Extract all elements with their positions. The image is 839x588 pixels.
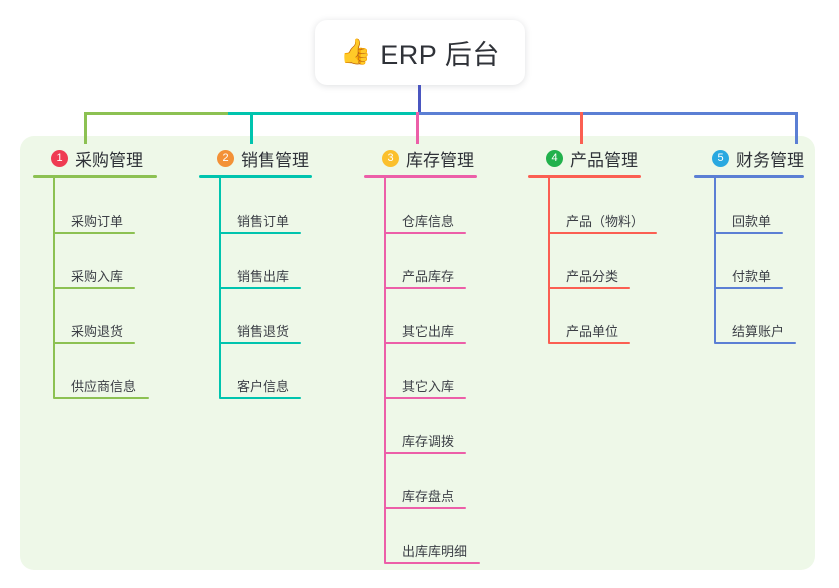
leaf-rule	[219, 342, 301, 344]
branch-header-5[interactable]: 5 财务管理	[694, 144, 804, 172]
branch-drop-4	[580, 112, 583, 144]
branch-column-3: 3 库存管理仓库信息产品库存其它出库其它入库库存调拨库存盘点出库库明细	[364, 144, 480, 564]
branch-title-3: 库存管理	[406, 150, 474, 170]
leaf-label: 产品单位	[566, 324, 619, 339]
branch-column-2: 2 销售管理销售订单销售出库销售退货客户信息	[199, 144, 312, 399]
branch-title-2: 销售管理	[241, 150, 309, 170]
leaf-rule	[384, 507, 466, 509]
leaf-rule	[53, 287, 135, 289]
leaf-rule	[53, 232, 135, 234]
leaf-label: 结算账户	[732, 324, 785, 339]
leaf-rule	[219, 232, 301, 234]
branch-column-5: 5 财务管理回款单付款单结算账户	[694, 144, 804, 344]
branch-title-4: 产品管理	[570, 150, 638, 170]
branch-column-4: 4 产品管理产品（物料） 产品分类产品单位	[528, 144, 657, 344]
leaf-rule	[548, 342, 630, 344]
branch-drop-5	[795, 112, 798, 144]
leaf-rule	[384, 452, 466, 454]
branch-header-rule-5	[694, 175, 804, 178]
leaf-label: 采购退货	[71, 324, 124, 339]
diagram-background-panel	[20, 136, 815, 570]
leaf-rule	[384, 397, 466, 399]
root-node-title: ERP 后台	[380, 40, 500, 70]
branch-header-rule-2	[199, 175, 312, 178]
leaf-label: 库存调拨	[402, 434, 455, 449]
branch-trunk-4	[548, 177, 550, 343]
branch-title-5: 财务管理	[736, 150, 804, 170]
branch-trunk-5	[714, 177, 716, 343]
bus-segment-3	[418, 112, 798, 115]
leaf-rule	[384, 342, 466, 344]
leaf-label: 销售订单	[237, 214, 290, 229]
branch-header-rule-4	[528, 175, 641, 178]
leaf-label: 产品（物料）	[566, 214, 645, 229]
leaf-rule	[714, 342, 796, 344]
leaf-label: 采购订单	[71, 214, 124, 229]
leaf-label: 采购入库	[71, 269, 124, 284]
leaf-label: 库存盘点	[402, 489, 455, 504]
leaf-rule	[714, 287, 783, 289]
leaf-label: 出库库明细	[402, 544, 468, 559]
leaf-label: 产品库存	[402, 269, 455, 284]
leaf-rule	[219, 397, 301, 399]
leaf-rule	[548, 232, 657, 234]
leaf-rule	[714, 232, 783, 234]
leaf-label: 销售出库	[237, 269, 290, 284]
leaf-rule	[384, 232, 466, 234]
leaf-rule	[548, 287, 630, 289]
branch-header-rule-1	[33, 175, 157, 178]
leaf-rule	[53, 342, 135, 344]
branch-badge-2: 2	[217, 149, 234, 167]
branch-drop-3	[416, 112, 419, 144]
root-node-erp-backend[interactable]: 👍 ERP 后台	[315, 20, 525, 85]
leaf-label: 其它出库	[402, 324, 455, 339]
bus-segment-2	[228, 112, 420, 115]
leaf-rule	[384, 562, 480, 564]
leaf-rule	[53, 397, 149, 399]
leaf-rule	[219, 287, 301, 289]
branch-header-3[interactable]: 3 库存管理	[364, 144, 474, 172]
leaf-label: 其它入库	[402, 379, 455, 394]
branch-header-2[interactable]: 2 销售管理	[199, 144, 309, 172]
branch-header-rule-3	[364, 175, 477, 178]
branch-badge-4: 4	[546, 149, 563, 167]
branch-column-1: 1 采购管理采购订单采购入库采购退货供应商信息	[33, 144, 157, 399]
leaf-label: 仓库信息	[402, 214, 455, 229]
leaf-label: 付款单	[732, 269, 772, 284]
leaf-rule	[384, 287, 466, 289]
root-stem-connector	[418, 85, 421, 114]
leaf-label: 客户信息	[237, 379, 290, 394]
branch-badge-1: 1	[51, 149, 68, 167]
leaf-label: 产品分类	[566, 269, 619, 284]
branch-badge-5: 5	[712, 149, 729, 167]
branch-drop-1	[84, 112, 87, 144]
branch-header-4[interactable]: 4 产品管理	[528, 144, 638, 172]
branch-drop-2	[250, 112, 253, 144]
bus-segment-1	[84, 112, 228, 115]
leaf-label: 回款单	[732, 214, 772, 229]
leaf-label: 销售退货	[237, 324, 290, 339]
branch-badge-3: 3	[382, 149, 399, 167]
branch-title-1: 采购管理	[75, 150, 143, 170]
branch-header-1[interactable]: 1 采购管理	[33, 144, 143, 172]
leaf-label: 供应商信息	[71, 379, 137, 394]
branch-trunk-3	[384, 177, 386, 563]
thumbs-up-icon: 👍	[340, 38, 372, 66]
